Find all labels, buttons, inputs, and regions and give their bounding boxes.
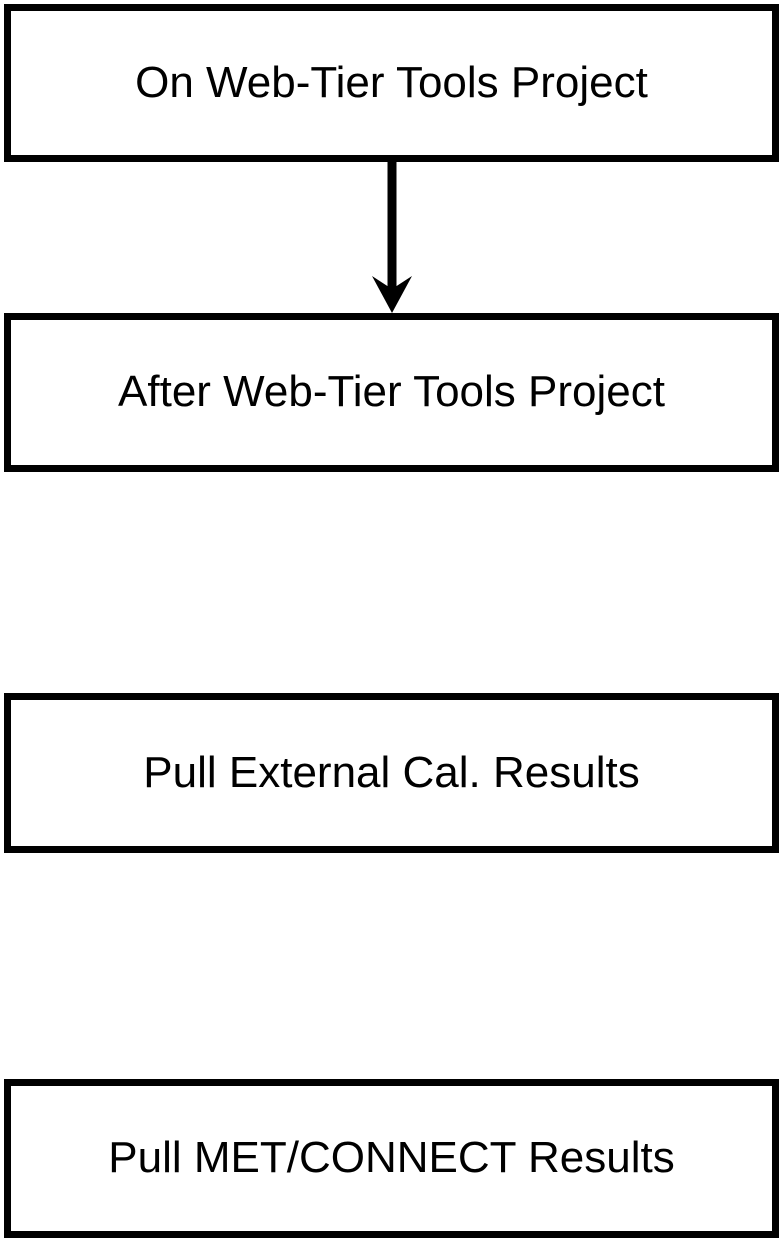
node-label: Pull External Cal. Results <box>143 747 640 797</box>
node-label: After Web-Tier Tools Project <box>118 367 665 417</box>
node-label: On Web-Tier Tools Project <box>135 57 648 107</box>
flowchart-node-pull-external-cal-results: Pull External Cal. Results <box>4 693 779 853</box>
node-label: Pull MET/CONNECT Results <box>108 1133 675 1183</box>
arrow-down-connector <box>372 162 412 313</box>
flowchart-node-on-web-tier-tools-project: On Web-Tier Tools Project <box>4 4 779 162</box>
flowchart-node-after-web-tier-tools-project: After Web-Tier Tools Project <box>4 313 779 472</box>
flowchart-node-pull-met-connect-results: Pull MET/CONNECT Results <box>4 1079 779 1238</box>
arrowhead-icon <box>372 276 412 313</box>
arrow-shaft <box>387 162 397 292</box>
